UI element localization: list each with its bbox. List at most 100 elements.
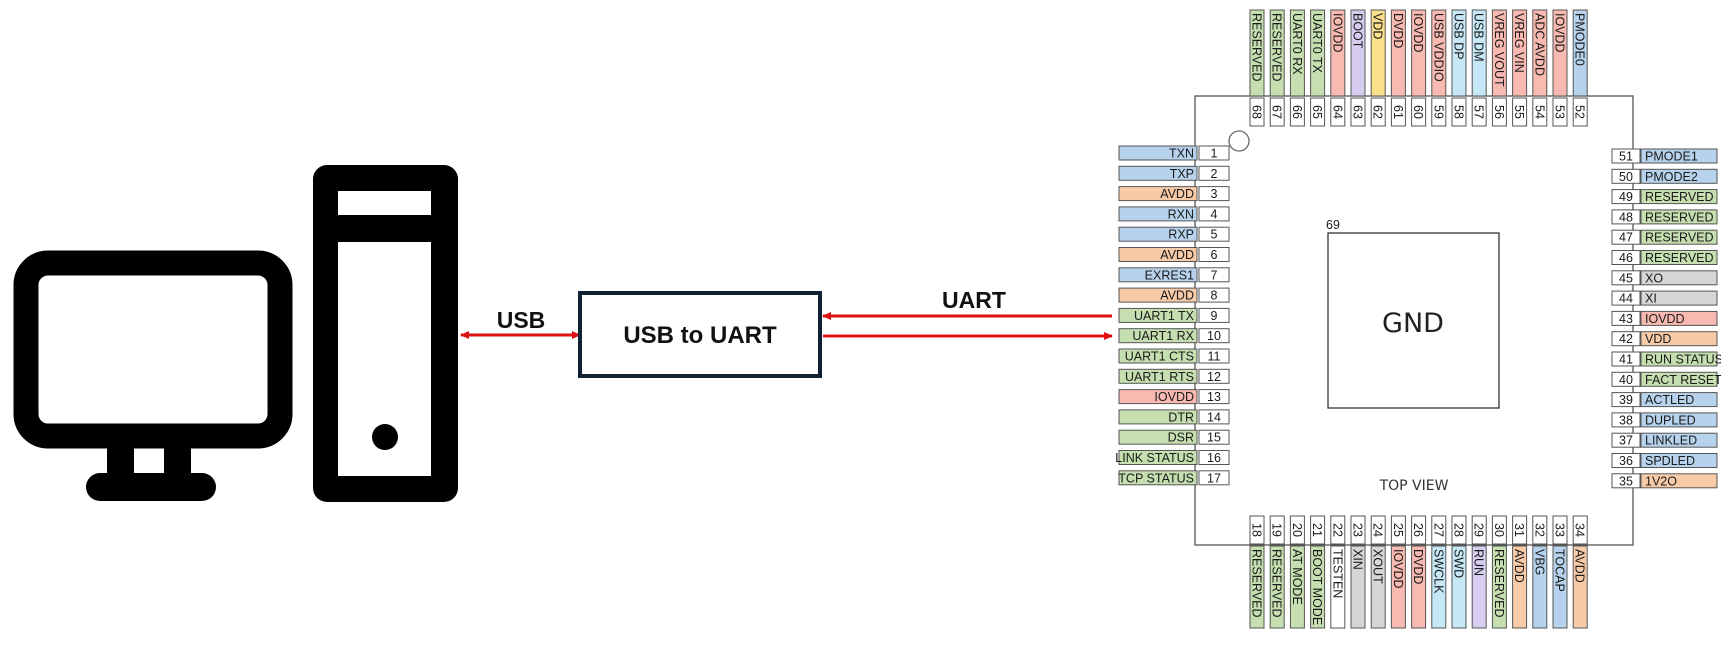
pin-number: 65 <box>1310 105 1324 119</box>
pin-name: IOVDD <box>1645 312 1685 326</box>
pin-number: 47 <box>1619 231 1633 245</box>
pin-number: 43 <box>1619 312 1633 326</box>
pin-name: VREG VOUT <box>1492 13 1506 87</box>
pin-number-box <box>1198 450 1230 465</box>
pin-name: USB DP <box>1452 13 1466 60</box>
pin-label-box <box>1118 267 1198 283</box>
pin-number-box <box>1330 97 1346 127</box>
pin-number: 34 <box>1573 523 1587 537</box>
pin-number-box <box>1198 307 1230 323</box>
pin-name: BOOT <box>1351 13 1365 49</box>
pin-label-box <box>1269 9 1285 97</box>
pin-number-box <box>1350 515 1366 545</box>
pin-number-box <box>1611 229 1641 245</box>
pin-number: 41 <box>1619 353 1633 367</box>
pin-number: 20 <box>1290 523 1304 537</box>
pin-number: 63 <box>1351 105 1365 119</box>
pin-name: RXN <box>1168 207 1194 221</box>
pin-label-box <box>1411 9 1427 97</box>
pin-number-box <box>1198 368 1230 384</box>
pin-label-box <box>1390 545 1406 629</box>
pin-number-box <box>1611 270 1641 286</box>
pin-number-box <box>1491 515 1507 545</box>
pin-name: TESTEN <box>1330 549 1344 598</box>
pin-label-box <box>1118 409 1198 425</box>
pin-label-box <box>1640 168 1718 184</box>
pin-name: DVDD <box>1391 13 1405 48</box>
pin-number: 46 <box>1619 251 1633 265</box>
pin-name: XI <box>1645 292 1657 306</box>
pin-label-box <box>1289 545 1305 629</box>
pin-number-box <box>1198 145 1230 161</box>
pin-name: DTR <box>1168 410 1194 424</box>
pin-label-box <box>1572 545 1588 629</box>
pin-number-box <box>1350 97 1366 127</box>
pin-label-box <box>1640 351 1718 367</box>
pin-label-box <box>1471 545 1487 629</box>
pin-number-box <box>1370 97 1386 127</box>
uart-link: UART <box>822 287 1113 340</box>
pin-label-box <box>1512 545 1528 629</box>
pin-label-box <box>1118 429 1198 445</box>
pin-label-box <box>1532 545 1548 629</box>
pin-number-box <box>1611 371 1641 387</box>
pin-number: 51 <box>1619 150 1633 164</box>
pin-number: 66 <box>1290 105 1304 119</box>
pin-number-box <box>1611 351 1641 367</box>
pin-name: TXN <box>1169 147 1194 161</box>
pin-label-box <box>1118 247 1198 262</box>
pin-label-box <box>1640 310 1718 326</box>
pin-number: 50 <box>1619 170 1633 184</box>
pin-number: 12 <box>1207 370 1221 384</box>
pin-number: 32 <box>1532 523 1546 537</box>
pin-20: 20 AT MODE <box>1289 515 1305 629</box>
pin-name: RESERVED <box>1645 251 1714 265</box>
pin-number: 57 <box>1472 105 1486 119</box>
pin-label-box <box>1431 545 1447 629</box>
pin-number: 17 <box>1207 471 1221 485</box>
pin-label-box <box>1451 9 1467 97</box>
pin-name: AT MODE <box>1290 549 1304 605</box>
pin-number-box <box>1611 250 1641 265</box>
pin-number: 6 <box>1211 248 1218 262</box>
pin-name: RXP <box>1168 228 1194 242</box>
pin-label-box <box>1640 392 1718 408</box>
pin-number: 28 <box>1452 523 1466 537</box>
pin-number: 15 <box>1207 431 1221 445</box>
pin-name: FACT RESET <box>1645 373 1721 387</box>
pin-label-box <box>1640 331 1718 347</box>
pin-number-box <box>1330 515 1346 545</box>
pin-number: 5 <box>1211 228 1218 242</box>
pin-5: RXP 5 <box>1118 226 1230 242</box>
pin-label-box <box>1640 148 1718 164</box>
pin-number-box <box>1198 165 1230 181</box>
pin-number-box <box>1611 290 1641 306</box>
pin-label-box <box>1249 9 1265 97</box>
pin-57: USB DM 57 <box>1471 9 1487 127</box>
pin-name: ADC AVDD <box>1532 13 1546 76</box>
pin-label-box <box>1640 270 1718 286</box>
pin-name: USB DM <box>1472 13 1486 62</box>
pin-label-box <box>1118 450 1198 465</box>
pin-label-box <box>1491 545 1507 629</box>
